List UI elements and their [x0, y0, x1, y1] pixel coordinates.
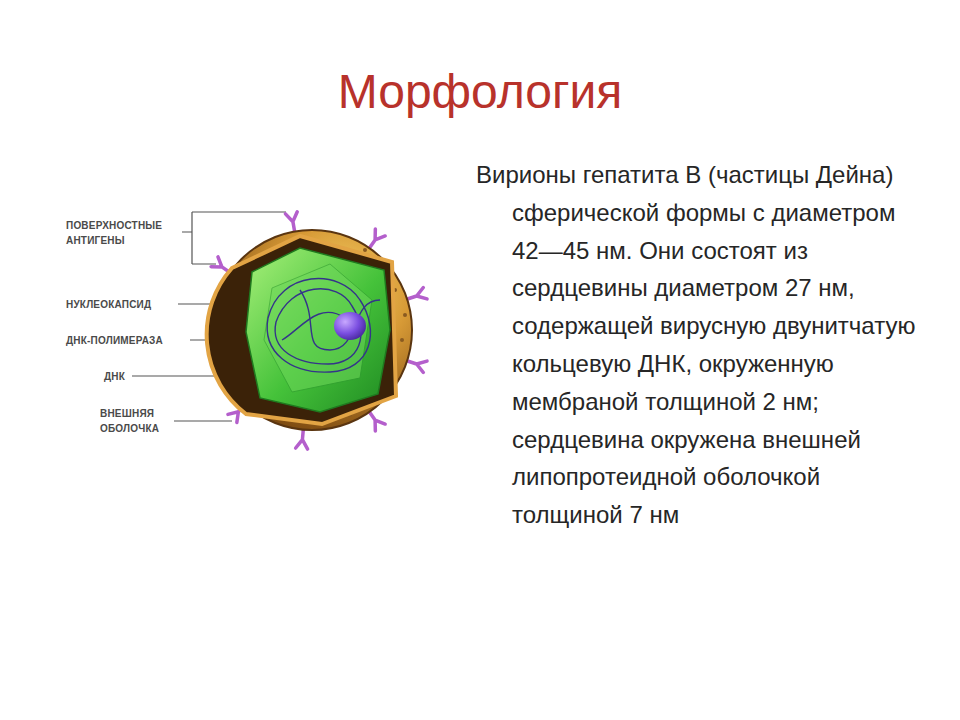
- part-label: ДНК-ПОЛИМЕРАЗА: [66, 333, 188, 348]
- part-label: ДНК: [104, 369, 130, 384]
- description-text: Вирионы гепатита В (частицы Дейна) сфери…: [476, 156, 928, 534]
- dna-polymerase: [334, 312, 366, 340]
- dna-strands: [267, 279, 380, 373]
- part-label: ВНЕШНЯЯ ОБОЛОЧКА: [100, 406, 172, 436]
- shell-cut: [207, 236, 396, 424]
- part-label: НУКЛЕОКАПСИД: [66, 297, 182, 312]
- shell-leader: [174, 420, 232, 421]
- slide-title: Морфология: [0, 66, 960, 119]
- capsid-facet: [264, 264, 372, 392]
- part-label: ПОВЕРХНОСТНЫЕ АНТИГЕНЫ: [66, 218, 182, 248]
- nucleocapsid: [246, 248, 390, 412]
